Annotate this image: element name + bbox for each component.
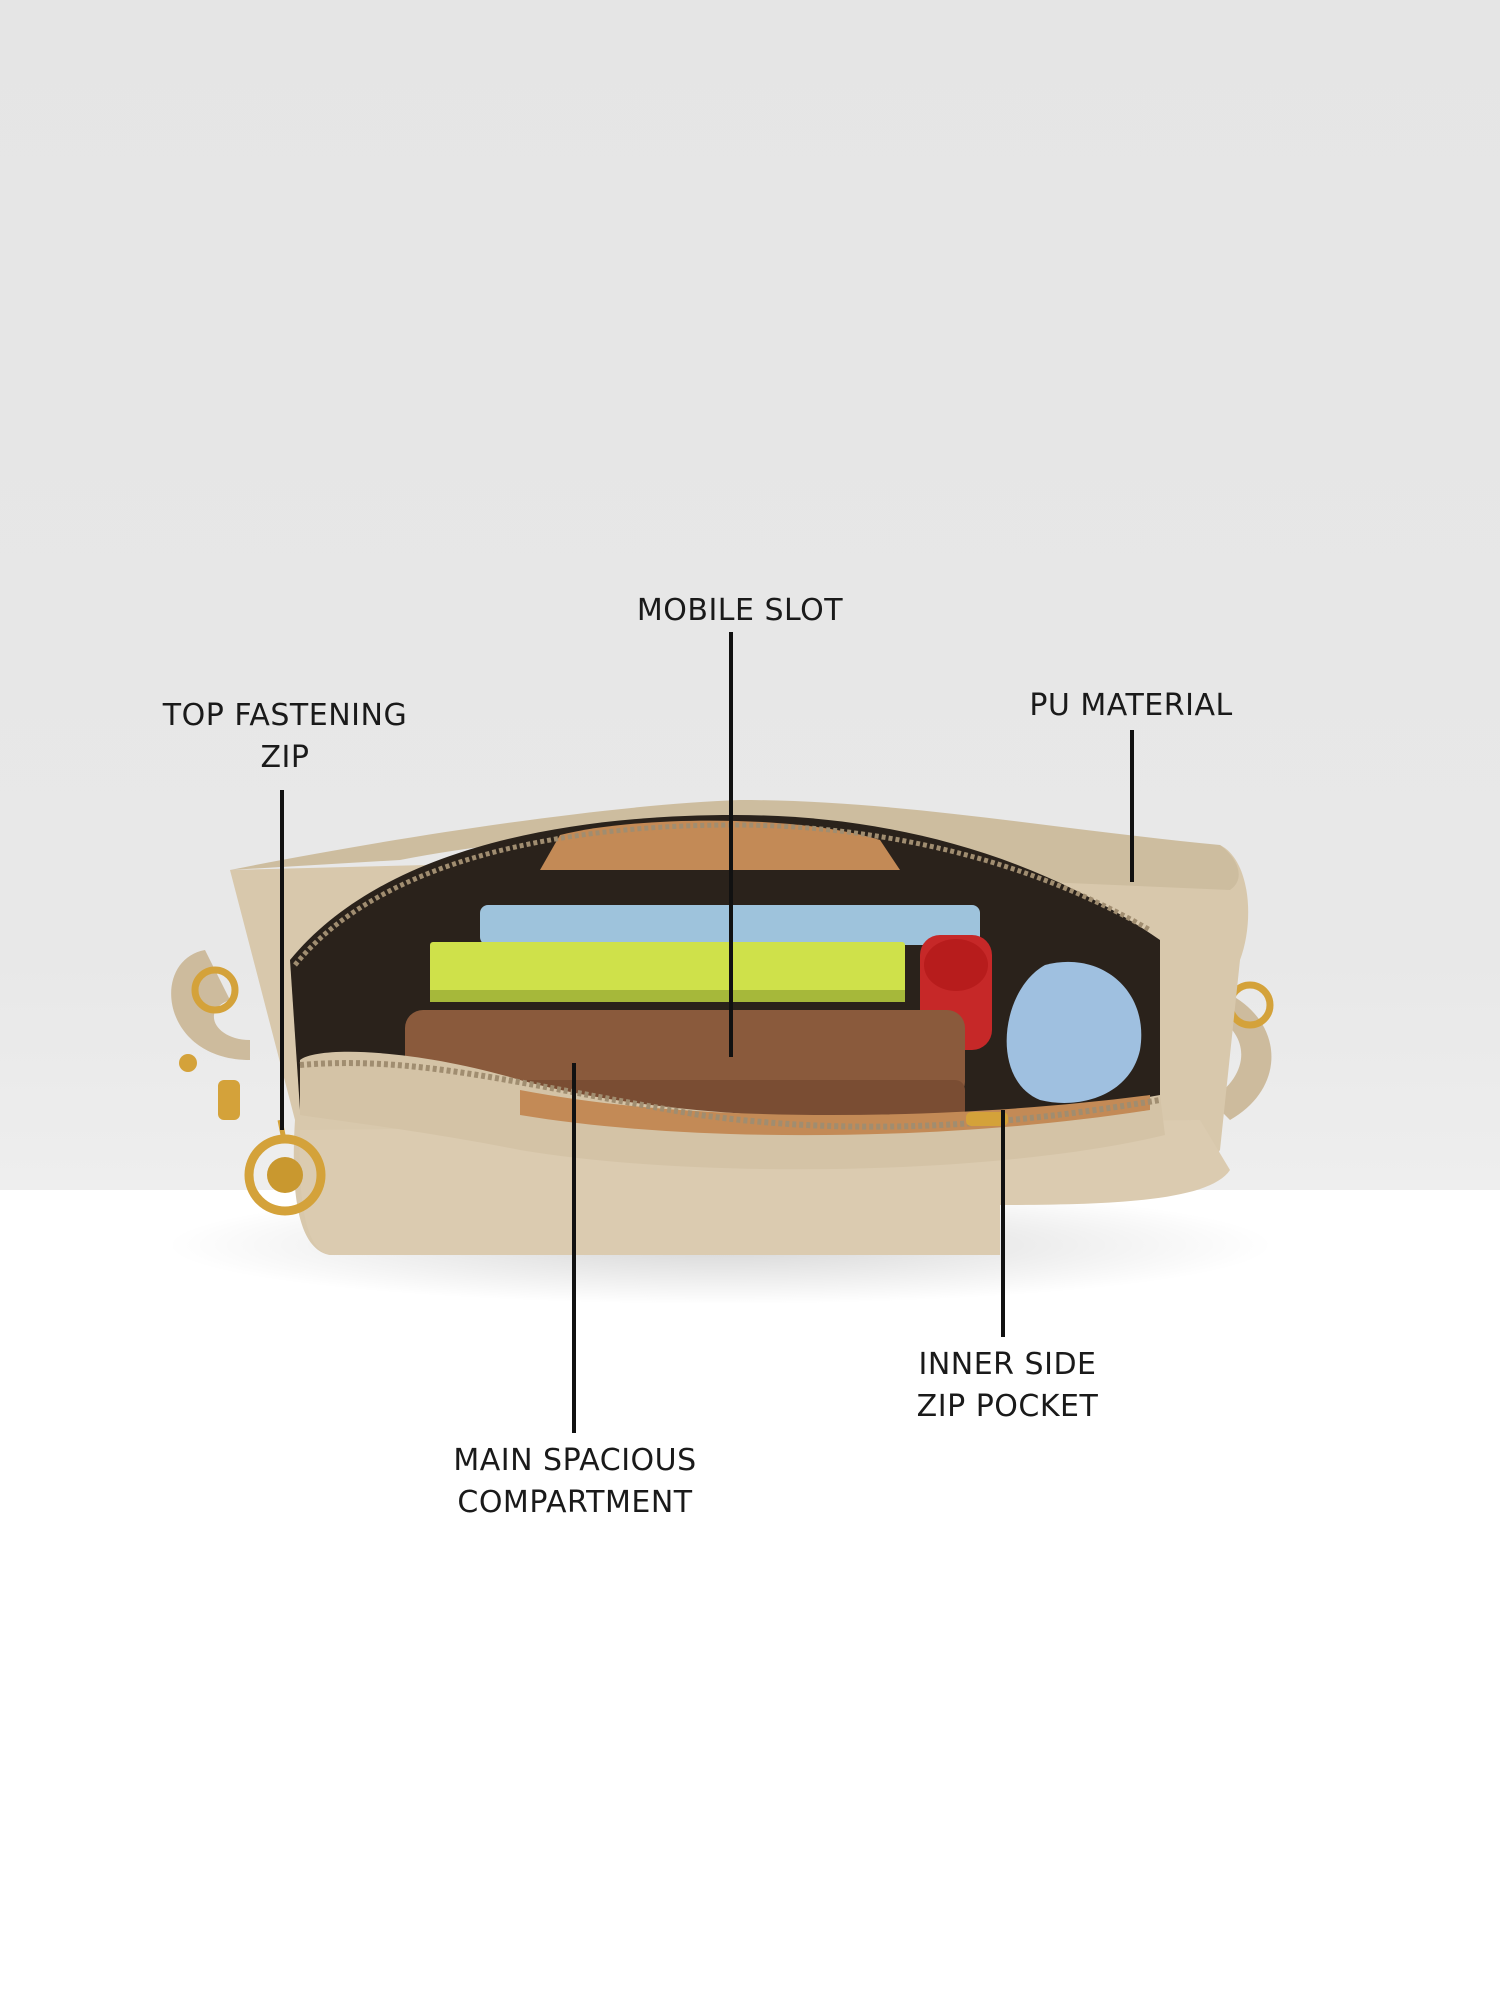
right-strap <box>1180 980 1272 1120</box>
mobile-slot-label: MOBILE SLOT <box>636 593 844 628</box>
inner-side-zip-pocket-label: INNER SIDE ZIP POCKET <box>916 1347 1099 1424</box>
zipper-track <box>299 1060 1161 1130</box>
inner-side-zip-pocket-leader <box>1001 1110 1005 1337</box>
notebook-edge <box>430 990 905 1002</box>
mobile-slot-leader <box>729 632 733 1057</box>
left-rivet-icon <box>179 1054 197 1072</box>
pu-material-leader <box>1130 730 1134 882</box>
top-fastening-zip-label: TOP FASTENING ZIP <box>162 698 408 775</box>
mirror <box>1006 961 1142 1103</box>
zip-pull-icon <box>218 1080 240 1120</box>
main-spacious-compartment-label: MAIN SPACIOUS COMPARTMENT <box>453 1443 697 1520</box>
inner-zip-pull-icon <box>966 1112 1008 1126</box>
left-strap <box>171 950 250 1060</box>
lining <box>540 820 900 870</box>
top-zipper-track <box>293 822 1152 967</box>
top-fastening-zip-leader <box>280 790 284 1130</box>
charm-center-icon <box>267 1157 303 1193</box>
notebook <box>430 942 905 1000</box>
left-ring-icon <box>191 966 239 1014</box>
pu-material-label: PU MATERIAL <box>1029 688 1233 723</box>
main-spacious-compartment-leader <box>572 1063 576 1433</box>
lipstick-cap-icon <box>924 939 988 991</box>
wallet-top <box>405 1010 965 1100</box>
